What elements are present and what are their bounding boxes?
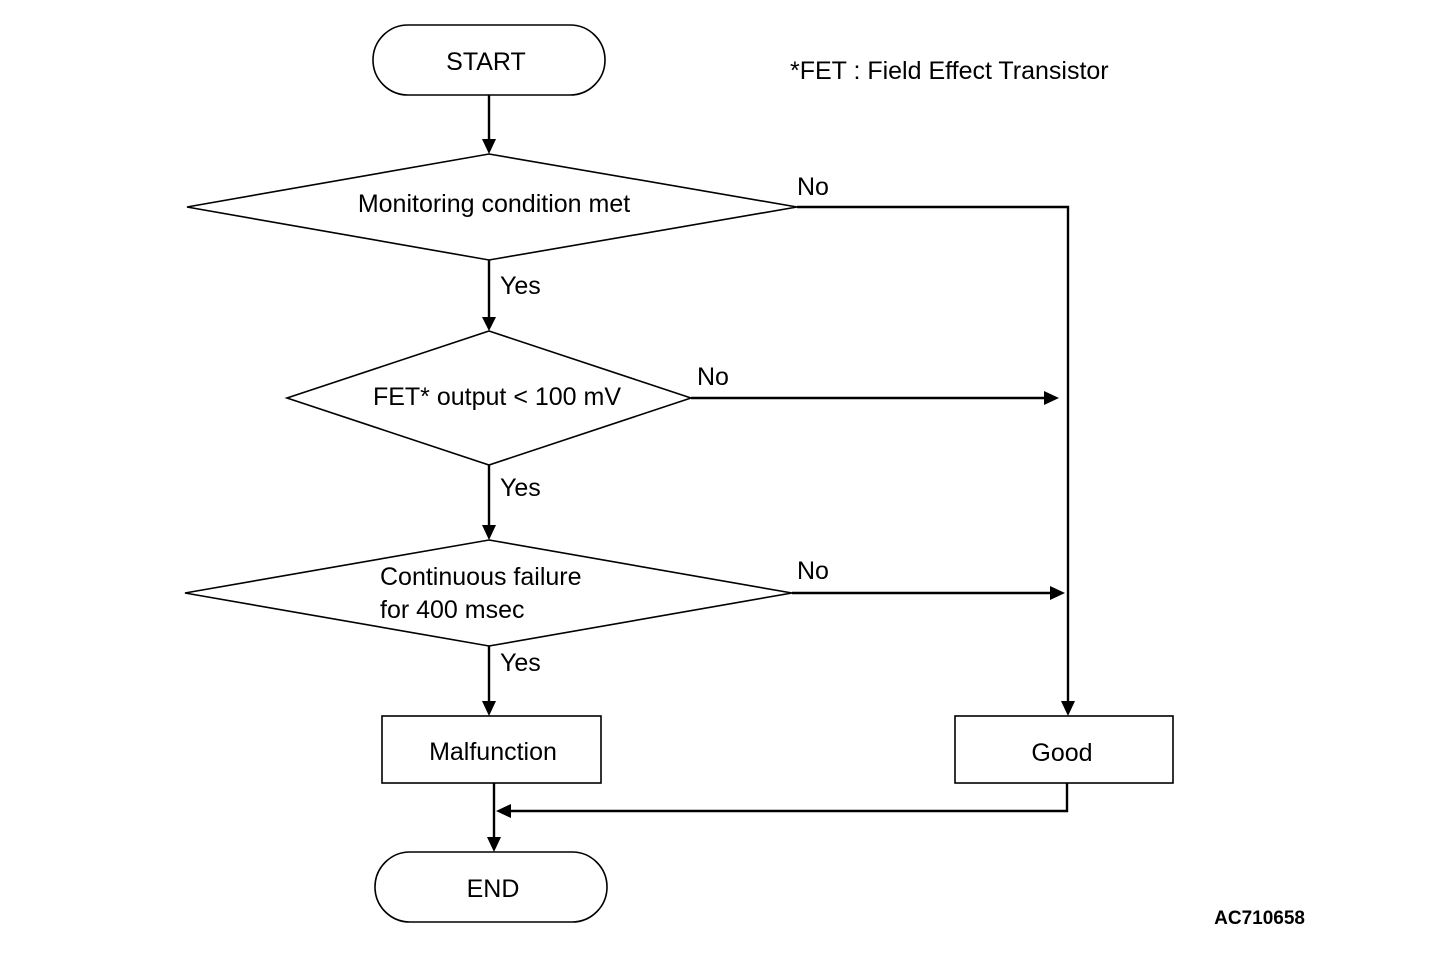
end-terminal — [374, 851, 608, 923]
start-label: START — [446, 48, 526, 76]
edge-label-failure-no: No — [797, 557, 829, 585]
arrowhead-monitoring-yes — [482, 317, 496, 331]
footnote: *FET : Field Effect Transistor — [790, 57, 1109, 85]
arrowhead-failure-no — [1050, 586, 1065, 600]
arrowhead-into-end — [487, 837, 501, 852]
connector-good-to-end — [510, 783, 1069, 813]
decision-continuous-failure — [184, 539, 793, 647]
good-label: Good — [1031, 739, 1092, 767]
decision-failure-label-line2: for 400 msec — [380, 596, 525, 624]
good-box — [954, 715, 1174, 784]
decision-failure-label-line1: Continuous failure — [380, 563, 582, 591]
edge-label-monitoring-yes: Yes — [500, 272, 541, 300]
edge-label-fet-yes: Yes — [500, 474, 541, 502]
decision-fet-label: FET* output < 100 mV — [373, 383, 621, 411]
connector-monitoring-no-to-good — [797, 205, 1070, 702]
arrowhead-start-to-monitoring — [482, 139, 496, 154]
malfunction-label: Malfunction — [429, 738, 557, 766]
edge-label-monitoring-no: No — [797, 173, 829, 201]
arrowhead-failure-yes — [482, 701, 496, 716]
edge-label-failure-yes: Yes — [500, 649, 541, 677]
malfunction-box — [381, 715, 602, 784]
decision-monitoring-label: Monitoring condition met — [358, 190, 630, 218]
arrowhead-fet-yes — [482, 525, 496, 540]
arrowhead-fet-no — [1044, 391, 1059, 405]
arrowhead-into-good — [1061, 701, 1075, 716]
edge-label-fet-no: No — [697, 363, 729, 391]
arrowhead-good-merge — [496, 804, 511, 818]
reference-code: AC710658 — [1214, 908, 1305, 929]
end-label: END — [467, 875, 520, 903]
